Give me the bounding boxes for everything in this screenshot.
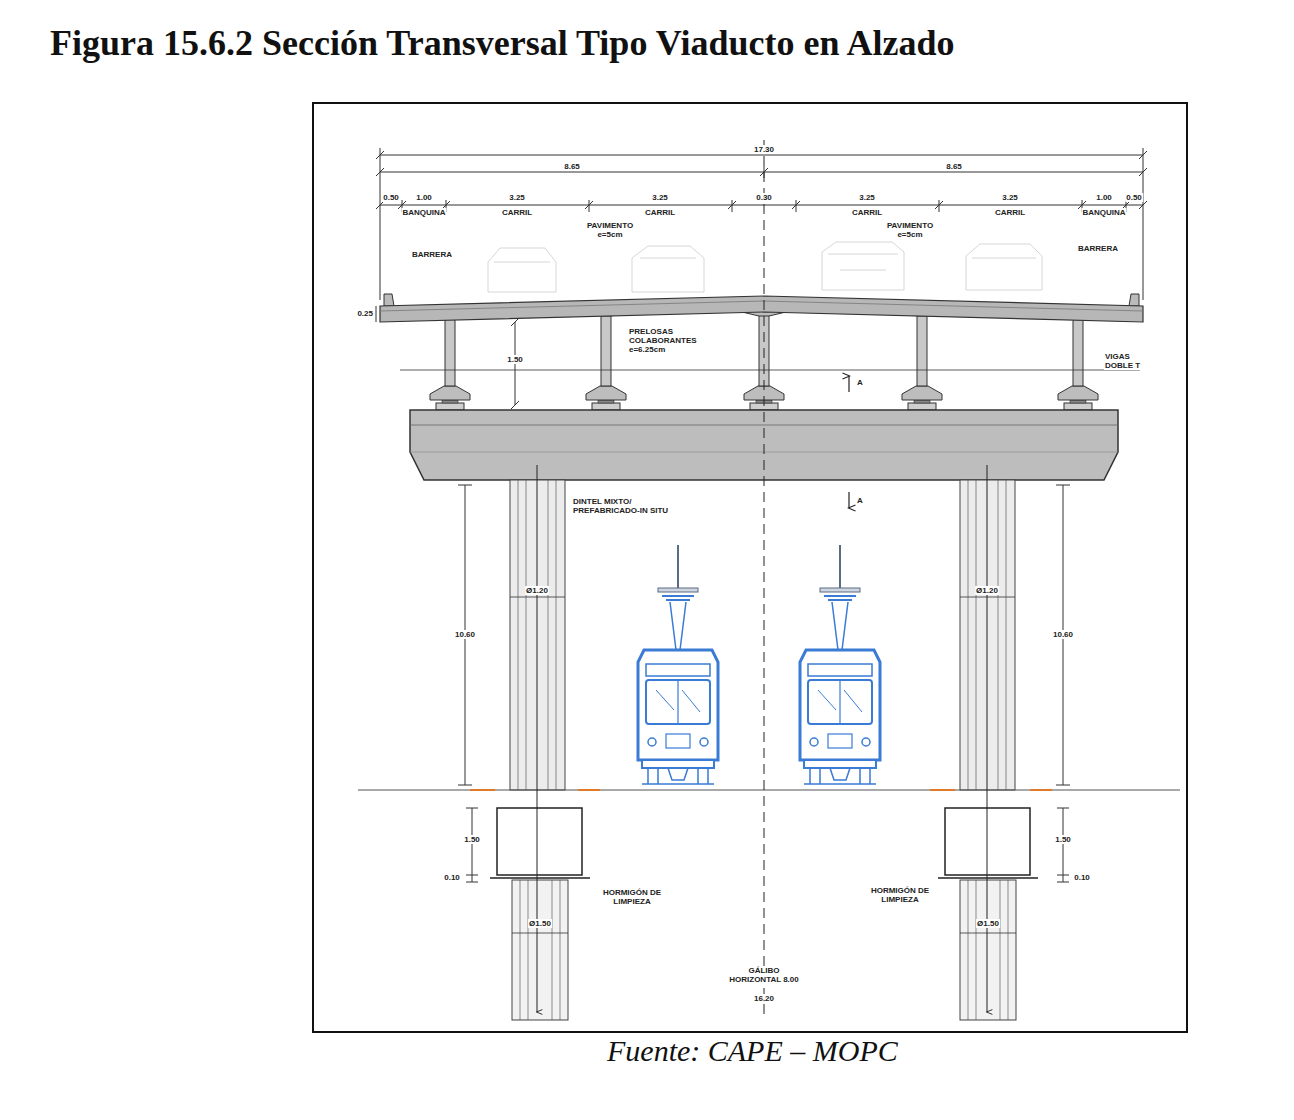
drawing-label: 1.50 (506, 355, 524, 364)
drawing-label: CARRIL (644, 208, 676, 217)
drawing-label: VIGAS DOBLE T (1104, 352, 1144, 370)
drawing-label: PAVIMENTO e=5cm (578, 221, 642, 239)
drawing-label: 3.25 (651, 193, 669, 202)
drawing-label: 0.10 (1073, 873, 1091, 882)
drawing-label: Ø1.20 (525, 586, 549, 595)
drawing-label: Ø1.50 (528, 919, 552, 928)
drawing-label: CARRIL (501, 208, 533, 217)
drawing-label: 1.50 (1054, 835, 1072, 844)
figure-title: Figura 15.6.2 Sección Transversal Tipo V… (50, 22, 954, 64)
drawing-label: BARRERA (411, 250, 453, 259)
drawing-label: 0.30 (755, 193, 773, 202)
drawing-label: PRELOSAS COLABORANTES e=6.25cm (628, 327, 722, 354)
drawing-label: 3.25 (1001, 193, 1019, 202)
drawing-label: GÁLIBO HORIZONTAL 8.00 (721, 966, 807, 984)
drawing-label: HORMIGÓN DE LIMPIEZA (868, 886, 932, 904)
drawing-label: 8.65 (945, 162, 963, 171)
drawing-label: A (856, 496, 864, 505)
figure-caption: Fuente: CAPE – MOPC (607, 1034, 898, 1068)
drawing-label: BARRERA (1077, 244, 1119, 253)
drawing-label: 0.50 (1125, 193, 1143, 202)
drawing-label: 0.10 (443, 873, 461, 882)
drawing-label: Ø1.20 (975, 586, 999, 595)
drawing-label: BANQUINA (1081, 208, 1126, 217)
drawing-label: CARRIL (851, 208, 883, 217)
drawing-label: A (856, 378, 864, 387)
drawing-label: 8.65 (563, 162, 581, 171)
drawing-label: 1.00 (1095, 193, 1113, 202)
drawing-label: 17.30 (753, 145, 775, 154)
drawing-label: CARRIL (994, 208, 1026, 217)
drawing-label: 1.00 (415, 193, 433, 202)
drawing-label: BANQUINA (401, 208, 446, 217)
drawing-label: HORMIGÓN DE LIMPIEZA (600, 888, 664, 906)
drawing-label: 10.60 (1052, 630, 1074, 639)
drawing-label: 3.25 (508, 193, 526, 202)
drawing-label: 0.50 (382, 193, 400, 202)
drawing-label: 16.20 (753, 994, 775, 1003)
drawing-label: 10.60 (454, 630, 476, 639)
drawing-label: DINTEL MIXTO/ PREFABRICADO-IN SITU (572, 497, 686, 515)
drawing-label: 1.50 (463, 835, 481, 844)
drawing-label: PAVIMENTO e=5cm (878, 221, 942, 239)
drawing-label: Ø1.50 (976, 919, 1000, 928)
drawing-label: 3.25 (858, 193, 876, 202)
drawing-label: 0.25 (356, 309, 374, 318)
